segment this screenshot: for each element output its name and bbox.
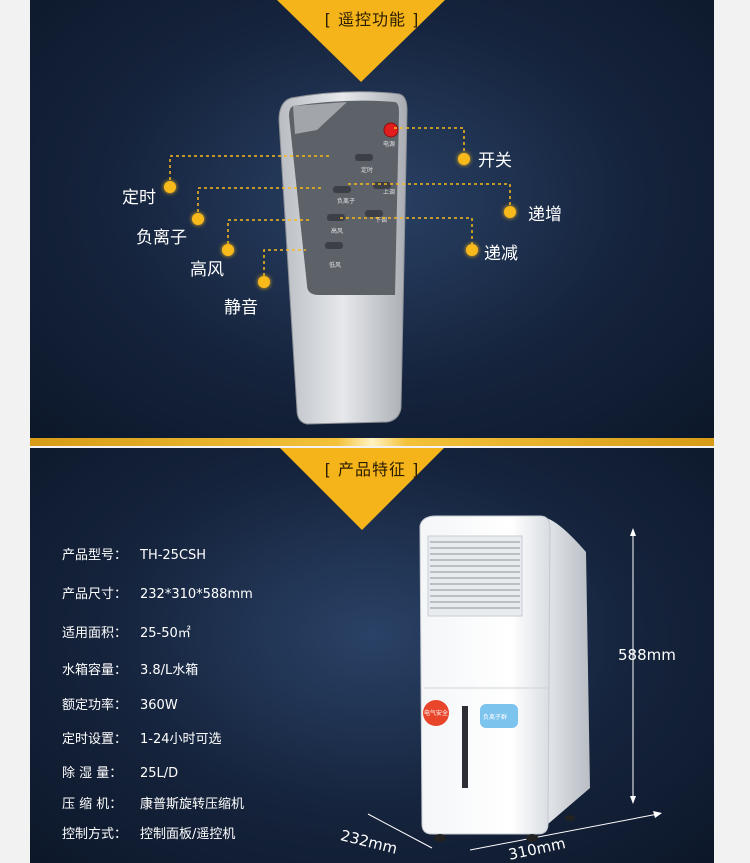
remote-high-button [327,214,345,221]
svg-text:电气安全: 电气安全 [424,709,448,717]
svg-text:负离子: 负离子 [337,197,355,205]
svg-text:上调: 上调 [383,188,395,196]
remote-feature-panel: [ 遥控功能 ] 电源 定时 上调 负离子 下调 [30,0,714,440]
spec-row: 水箱容量：3.8/L水箱 [62,663,199,678]
remote-control-image: 电源 定时 上调 负离子 下调 高风 低风 [278,91,408,425]
spec-row: 控制方式：控制面板/遥控机 [62,827,236,842]
label-ion: 负离子 [136,228,187,248]
safety-badge [423,700,449,726]
remote-low-button [325,242,343,249]
spec-row: 适用面积：25-50㎡ [62,626,191,641]
svg-text:定时: 定时 [361,166,373,174]
svg-text:低风: 低风 [329,261,341,269]
label-timer: 定时 [122,188,156,208]
remote-timer-button [355,154,373,161]
remote-down-button [365,210,383,217]
section-divider [30,438,714,446]
ion-badge [480,704,518,728]
svg-text:电源: 电源 [383,140,395,148]
label-mute: 静音 [224,298,258,318]
section-header-tab [280,448,444,530]
spec-row: 额定功率：360W [62,698,178,713]
spec-row: 产品型号：TH-25CSH [62,548,207,563]
callout-dot-timer [164,181,176,193]
callout-dot-power [458,153,470,165]
height-dimension: 588mm [618,646,676,664]
svg-text:高风: 高风 [331,227,343,235]
svg-text:负离子群: 负离子群 [483,713,507,721]
label-decrease: 递减 [484,244,518,264]
remote-section-title: [ 遥控功能 ] [324,10,420,29]
spec-row: 定时设置：1-24小时可选 [62,732,222,747]
spec-row: 产品尺寸：232*310*588mm [62,587,253,602]
dehumidifier-image: 电气安全 负离子群 [367,515,662,851]
callout-lines [169,127,511,282]
remote-ion-button [333,186,351,193]
spec-row: 压 缩 机：康普斯旋转压缩机 [62,797,245,812]
spec-row: 除 湿 量：25L/D [62,766,179,781]
callout-dot-ion [192,213,204,225]
callout-dot-decrease [466,244,478,256]
product-features-panel: [ 产品特征 ] 产品型号：TH-25CSH 产品尺寸：232*310*588m… [30,448,714,863]
label-increase: 递增 [528,205,562,225]
label-high-wind: 高风 [190,260,224,280]
features-section-title: [ 产品特征 ] [324,460,420,479]
callout-dot-increase [504,206,516,218]
svg-text:下调: 下调 [375,216,387,224]
remote-power-button [383,122,399,138]
callout-dot-high-wind [222,244,234,256]
label-power: 开关 [478,151,512,171]
section-header-tab [277,0,445,82]
callout-dot-mute [258,276,270,288]
